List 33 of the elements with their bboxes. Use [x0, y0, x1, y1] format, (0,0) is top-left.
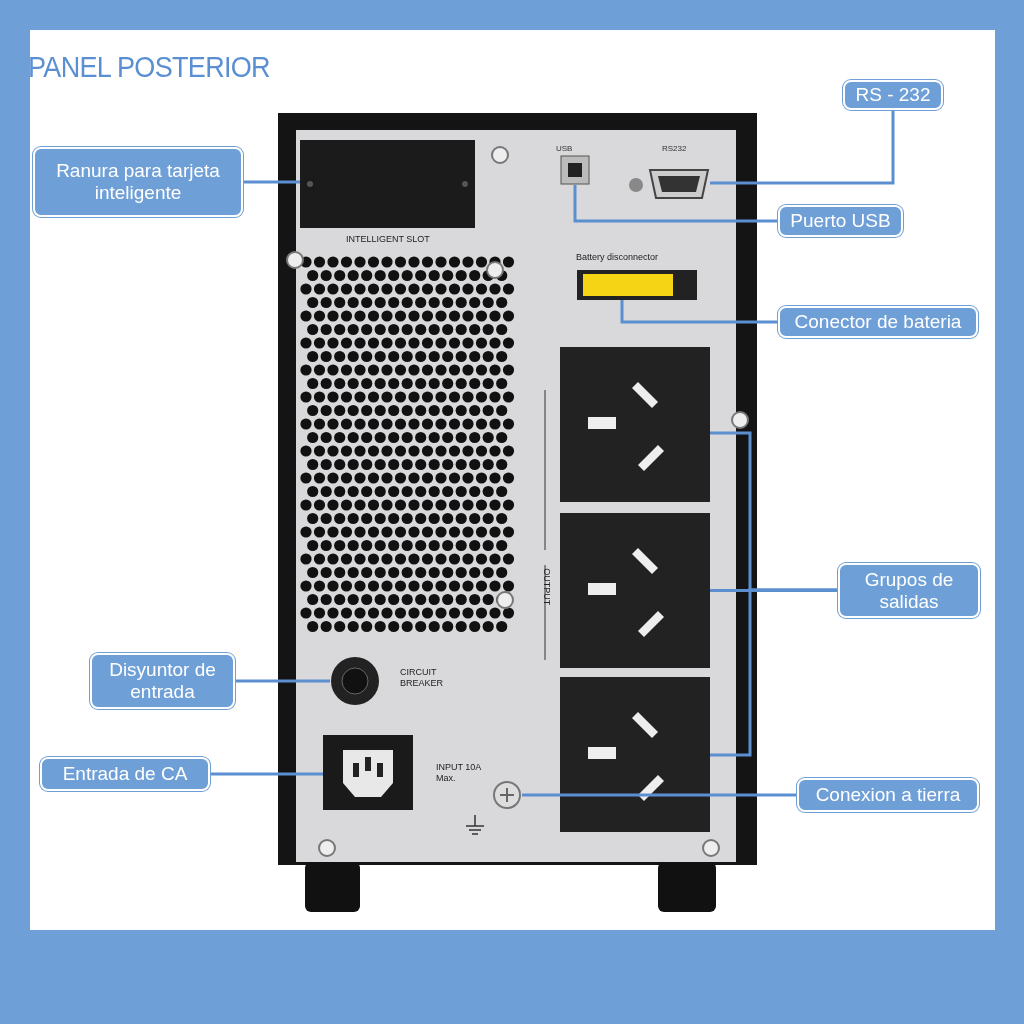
- power-inlet: [323, 735, 413, 810]
- leader-line: [243, 180, 300, 184]
- battery-switch: [577, 270, 697, 300]
- leader-line: [710, 588, 838, 757]
- circuit-breaker: [330, 656, 380, 706]
- leader-line: [522, 793, 797, 797]
- callout-box: Ranura para tarjeta inteligente: [33, 147, 243, 217]
- callout-box: Entrada de CA: [40, 757, 210, 791]
- power-outlet: [560, 513, 710, 668]
- callout-box: Puerto USB: [778, 205, 903, 237]
- serial-port: [648, 168, 710, 200]
- panel-label: RS232: [662, 143, 687, 155]
- leader-line: [710, 110, 895, 185]
- panel-label: USB: [556, 143, 573, 155]
- leader-line: [573, 185, 778, 223]
- callout-box: Conector de bateria: [778, 306, 978, 338]
- usb-port: [560, 155, 590, 185]
- panel-label: OUTPUT: [541, 568, 554, 606]
- callout-box: RS - 232: [843, 80, 943, 110]
- panel-label: CIRCUIT BREAKER: [400, 667, 444, 690]
- card-slot: [300, 140, 475, 228]
- callout-box: Disyuntor de entrada: [90, 653, 235, 709]
- leader-line: [210, 772, 323, 776]
- panel-label: INPUT 10A Max.: [436, 762, 481, 785]
- callout-box: Grupos de salidas: [838, 563, 980, 618]
- power-outlet: [560, 347, 710, 502]
- panel-label: Battery disconnector: [576, 251, 659, 264]
- power-outlet: [560, 677, 710, 832]
- title: PANEL POSTERIOR: [28, 52, 270, 82]
- callout-box: Conexion a tierra: [797, 778, 979, 812]
- panel-label: INTELLIGENT SLOT: [346, 233, 430, 246]
- leader-line: [235, 679, 330, 683]
- leader-line: [620, 300, 778, 324]
